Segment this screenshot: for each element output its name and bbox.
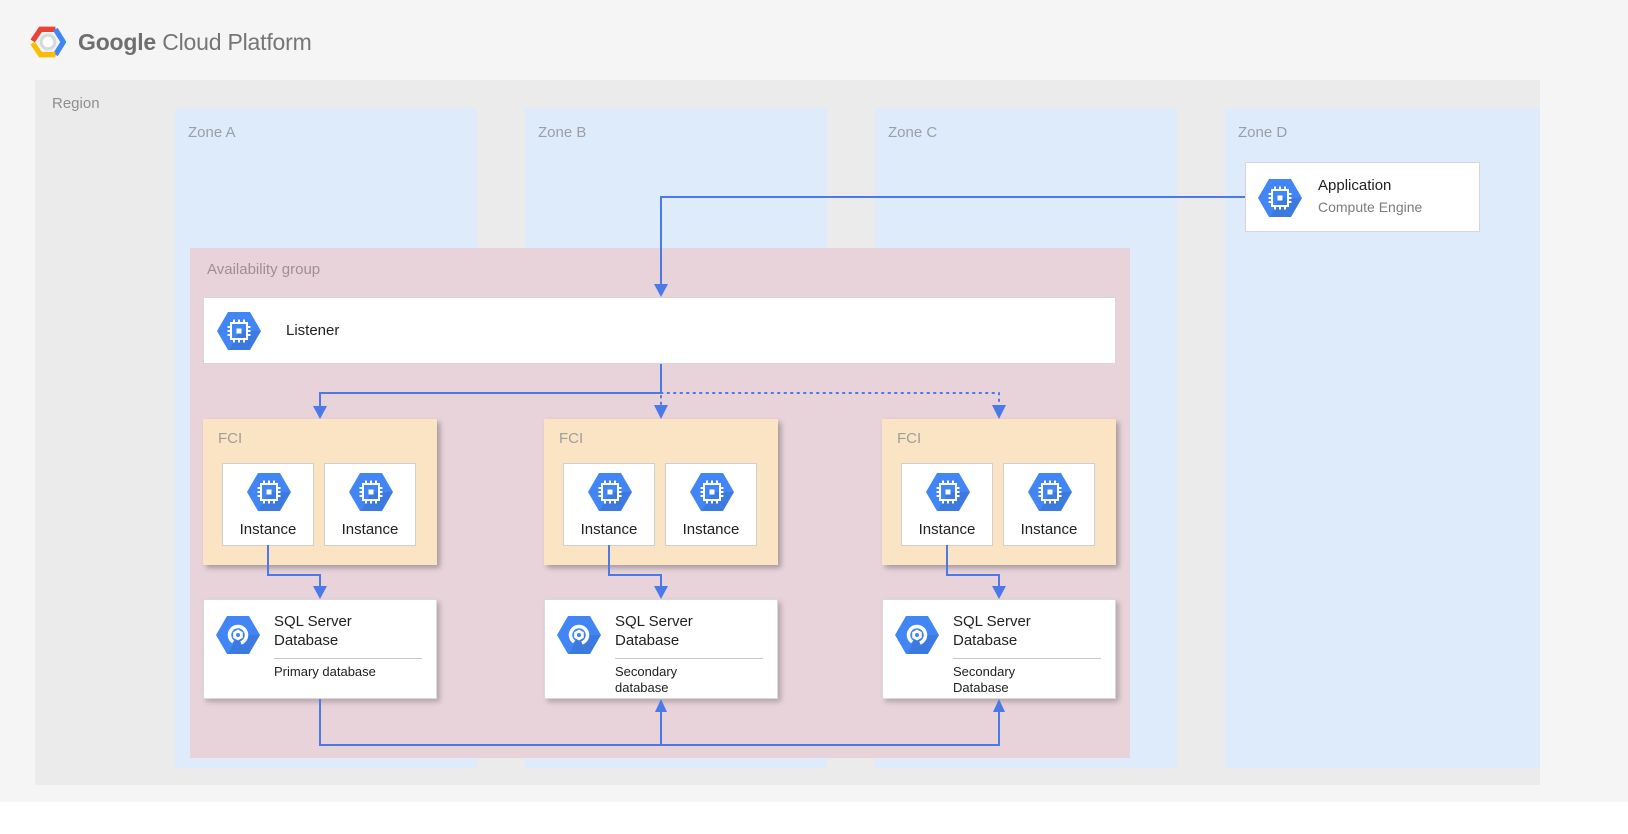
cloud-sql-icon xyxy=(895,616,939,654)
database-title: SQL Server Database xyxy=(953,613,1031,649)
compute-engine-icon xyxy=(690,473,734,511)
availability-group-label: Availability group xyxy=(207,261,321,278)
fci-group-2-label: FCI xyxy=(559,430,584,447)
divider xyxy=(953,658,1101,659)
fci-group-3: FCI Instance Instance xyxy=(882,419,1116,565)
instance-box: Instance xyxy=(665,463,757,546)
divider xyxy=(274,658,422,659)
page-background: Google Cloud Platform Region Zone A Zone… xyxy=(30,22,1540,768)
application-title: Application xyxy=(1318,177,1392,194)
compute-engine-icon xyxy=(1028,473,1072,511)
database-subtitle: Secondary database xyxy=(615,664,678,695)
database-subtitle: Primary database xyxy=(274,664,376,679)
logo-text: Google Cloud Platform xyxy=(78,29,312,56)
zone-b-label: Zone B xyxy=(538,124,587,141)
fci-group-1-label: FCI xyxy=(218,430,243,447)
compute-engine-icon xyxy=(926,473,970,511)
instance-label: Instance xyxy=(1020,521,1078,538)
listener-box: Listener xyxy=(203,297,1116,364)
instance-label: Instance xyxy=(341,521,399,538)
database-title: SQL Server Database xyxy=(615,613,693,649)
instance-box: Instance xyxy=(1003,463,1095,546)
instance-box: Instance xyxy=(222,463,314,546)
instance-label: Instance xyxy=(918,521,976,538)
compute-engine-icon xyxy=(1258,179,1302,217)
zone-d-label: Zone D xyxy=(1238,124,1288,141)
zone-c-label: Zone C xyxy=(888,124,938,141)
fci-group-2: FCI Instance Instance xyxy=(544,419,778,565)
divider xyxy=(615,658,763,659)
header: Google Cloud Platform xyxy=(30,22,312,62)
sql-database-secondary-1: SQL Server Database Secondary database xyxy=(544,599,778,699)
instance-label: Instance xyxy=(682,521,740,538)
compute-engine-icon xyxy=(217,312,261,350)
fci-group-1: FCI Instance Instance xyxy=(203,419,437,565)
instance-box: Instance xyxy=(563,463,655,546)
listener-label: Listener xyxy=(286,322,340,339)
logo-text-cloud-platform: Cloud Platform xyxy=(156,28,312,55)
instance-box: Instance xyxy=(901,463,993,546)
instance-label: Instance xyxy=(239,521,297,538)
gcp-logo-icon xyxy=(30,26,66,58)
cloud-sql-icon xyxy=(216,616,260,654)
fci-group-3-label: FCI xyxy=(897,430,922,447)
application-box: Application Compute Engine xyxy=(1245,162,1480,232)
region-label: Region xyxy=(52,95,100,112)
compute-engine-icon xyxy=(247,473,291,511)
database-title: SQL Server Database xyxy=(274,613,352,649)
instance-label: Instance xyxy=(580,521,638,538)
logo-text-google: Google xyxy=(78,28,157,55)
sql-database-primary: SQL Server Database Primary database xyxy=(203,599,437,699)
database-subtitle: Secondary Database xyxy=(953,664,1016,695)
compute-engine-icon xyxy=(588,473,632,511)
cloud-sql-icon xyxy=(557,616,601,654)
compute-engine-icon xyxy=(349,473,393,511)
application-subtitle: Compute Engine xyxy=(1318,199,1423,215)
zone-a-label: Zone A xyxy=(188,124,236,141)
sql-database-secondary-2: SQL Server Database Secondary Database xyxy=(882,599,1116,699)
instance-box: Instance xyxy=(324,463,416,546)
